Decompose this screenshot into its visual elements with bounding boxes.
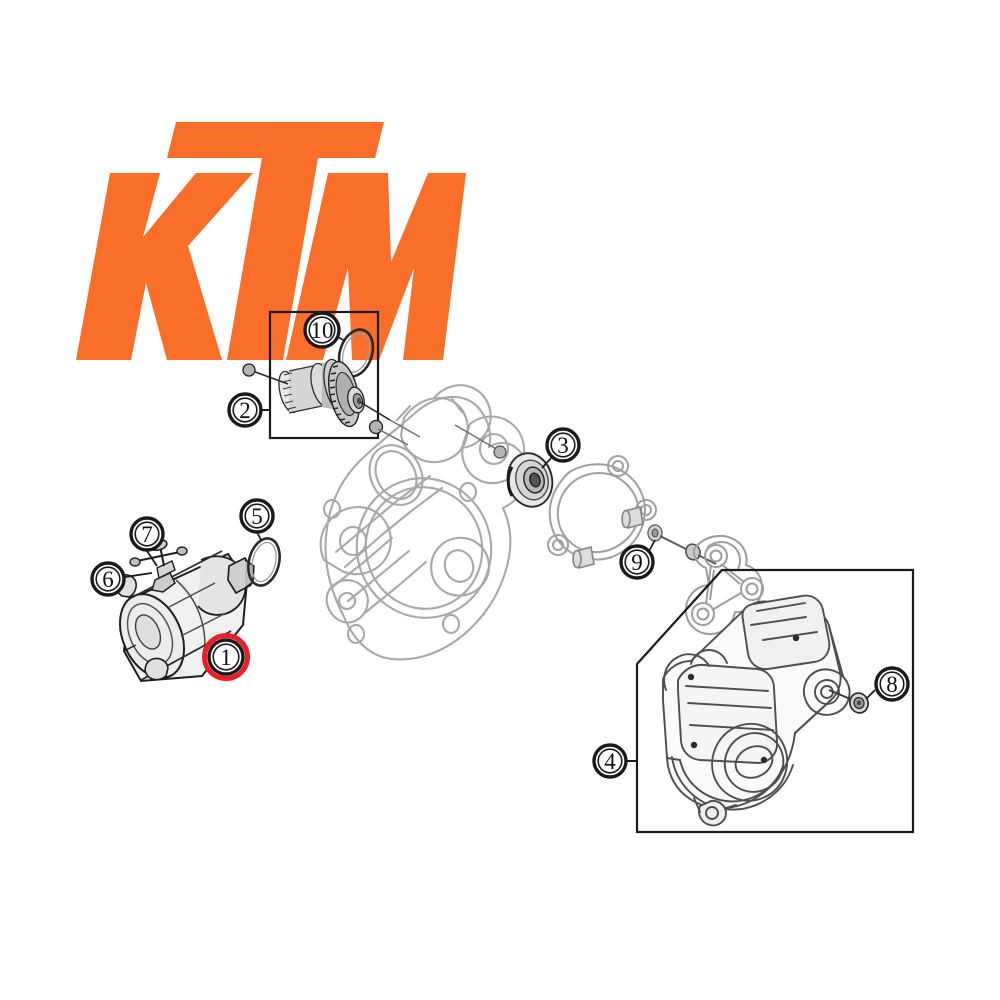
- callout-circle[interactable]: [303, 311, 341, 349]
- part-engine-clutch-cover: [662, 594, 851, 827]
- callout-7[interactable]: 7: [129, 516, 165, 552]
- callout-circle[interactable]: [207, 638, 245, 676]
- engine-case-ghost-outline: [319, 384, 529, 661]
- group-box-engine-cover: [635, 568, 915, 834]
- callout-inner-circle: [308, 316, 336, 344]
- callout-8[interactable]: 8: [874, 666, 910, 702]
- callout-inner-circle: [624, 549, 650, 575]
- callout-6[interactable]: 6: [90, 561, 126, 597]
- callout-2[interactable]: 2: [227, 392, 263, 428]
- callout-10[interactable]: 10: [303, 311, 341, 349]
- part-water-pump-impeller: [506, 452, 554, 508]
- leader-line-7: [146, 550, 158, 567]
- callout-inner-circle: [879, 671, 905, 697]
- callout-inner-circle: [232, 397, 258, 423]
- ktm-logo: [76, 122, 466, 360]
- callout-1[interactable]: 1: [202, 633, 250, 681]
- part-starter-clutch-assembly: [242, 358, 507, 459]
- callout-inner-circle: [95, 566, 121, 592]
- leader-line-6: [124, 572, 153, 578]
- callout-4[interactable]: 4: [592, 743, 628, 779]
- part-o-ring-starter-motor: [247, 537, 281, 587]
- part-screw-with-washer: [828, 689, 869, 714]
- callout-inner-circle: [134, 521, 160, 547]
- callout-9[interactable]: 9: [619, 544, 655, 580]
- callout-inner-circle: [550, 432, 576, 458]
- callout-5[interactable]: 5: [239, 498, 275, 534]
- callout-inner-circle: [244, 503, 270, 529]
- leader-line-8: [865, 689, 876, 700]
- part-collar-bushings: [572, 505, 644, 570]
- callout-inner-circle: [212, 643, 240, 671]
- leader-line-10: [337, 336, 346, 342]
- callout-inner-circle: [597, 748, 623, 774]
- callout-3[interactable]: 3: [545, 427, 581, 463]
